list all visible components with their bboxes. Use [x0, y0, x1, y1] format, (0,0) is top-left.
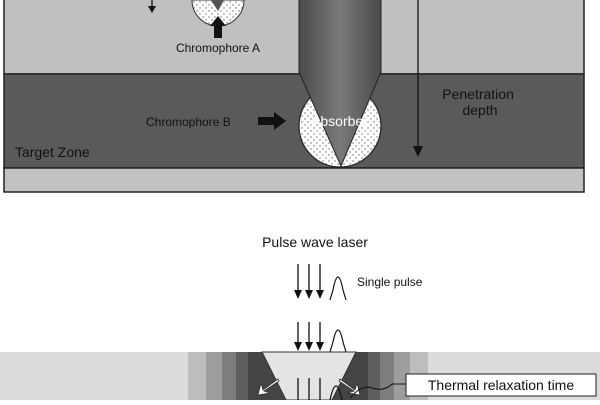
pulse-arrows-icon	[297, 378, 343, 401]
right-arrow-icon	[258, 112, 286, 130]
thermal-relaxation-box	[405, 373, 597, 397]
upper-tissue-layer	[3, 0, 585, 75]
penetration-depth-arrow	[413, 0, 423, 157]
up-arrow-icon	[210, 16, 226, 38]
laser-beam	[298, 0, 382, 168]
chromophore-b-label: Chromophore B	[146, 115, 231, 129]
thermal-relaxation-label: Thermal relaxation time	[428, 377, 574, 393]
target-zone-layer	[3, 73, 585, 169]
heat-diffusion-arrow-icon	[257, 378, 280, 396]
thermal-leader-line	[349, 383, 406, 399]
down-arrow-icon	[148, 0, 156, 13]
pulse-wave-title: Pulse wave laser	[262, 234, 368, 250]
absorbed-label: Absorbed	[311, 113, 371, 129]
chromophore-a-label: Chromophore A	[176, 41, 260, 55]
pulse-arrows-icon	[294, 322, 347, 353]
penetration-depth-label: Penetration depth	[442, 86, 518, 118]
top-panel: Chromophore A Absorbed Chromophore B Pen…	[3, 0, 585, 193]
target-zone-label: Target Zone	[15, 144, 90, 160]
bottom-panel: Pulse wave laser Single pulse	[0, 234, 600, 401]
pulse-arrows-icon	[294, 264, 347, 301]
single-pulse-label: Single pulse	[357, 275, 423, 289]
lower-tissue-layer	[3, 167, 585, 193]
